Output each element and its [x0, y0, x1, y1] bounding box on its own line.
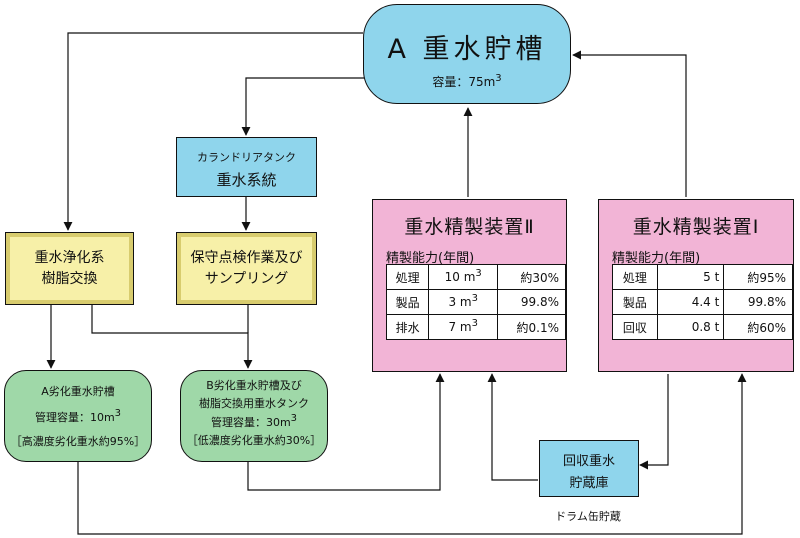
table-row: 処理 10 m3 約30% — [385, 264, 566, 290]
purifier-1-table: 処理 5 t 約95% 製品 4.4 t 99.8% 回収 0.8 t 約60% — [612, 264, 793, 340]
purifier-2-capacity-label: 精製能力(年間) — [386, 251, 475, 266]
tank-a-title: A 重水貯槽 — [387, 34, 547, 65]
drum-storage-caption: ドラム缶貯蔵 — [555, 510, 621, 523]
heavy-water-tank-a: A 重水貯槽 容量：75m3 — [363, 4, 571, 104]
table-row: 排水 7 m3 約0.1% — [385, 314, 566, 340]
resin-exchange-line1: 重水浄化系 — [34, 249, 105, 266]
recovery-storage-box: 回収重水 貯蔵庫 — [539, 440, 639, 497]
purifier-1-capacity-label: 精製能力(年間) — [612, 251, 701, 266]
degraded-tank-b-line2: 樹脂交換用重水タンク — [199, 397, 309, 410]
maintenance-box: 保守点検作業及び サンプリング — [176, 232, 317, 305]
resin-exchange-line2: 樹脂交換 — [41, 270, 98, 287]
tank-a-capacity: 容量：75m3 — [432, 73, 502, 89]
degraded-tank-a-note: ［高濃度劣化重水約95%］ — [10, 435, 146, 448]
purifier-2-table: 処理 10 m3 約30% 製品 3 m3 99.8% 排水 7 m3 約0.1… — [385, 264, 566, 340]
maintenance-line2: サンプリング — [204, 270, 289, 287]
purifier-1-box: 重水精製装置Ⅰ 精製能力(年間) 処理 5 t 約95% 製品 4.4 t 99… — [598, 199, 794, 372]
recovery-storage-line1: 回収重水 — [562, 454, 615, 469]
calandria-system-box: カランドリアタンク 重水系統 — [176, 137, 317, 197]
recovery-storage-line2: 貯蔵庫 — [569, 476, 609, 491]
table-row: 回収 0.8 t 約60% — [612, 314, 793, 340]
degraded-tank-b: B劣化重水貯槽及び 樹脂交換用重水タンク 管理容量：30m3 ［低濃度劣化重水約… — [180, 370, 328, 462]
resin-exchange-box: 重水浄化系 樹脂交換 — [5, 232, 134, 305]
arrow-tank-to-calandria — [241, 77, 375, 136]
degraded-tank-a: A劣化重水貯槽 管理容量：10m3 ［高濃度劣化重水約95%］ — [4, 370, 152, 462]
table-row: 製品 4.4 t 99.8% — [612, 289, 793, 315]
purifier-2-box: 重水精製装置Ⅱ 精製能力(年間) 処理 10 m3 約30% 製品 3 m3 9… — [372, 199, 567, 372]
arrow-to-b-degraded — [91, 305, 253, 369]
arrow-a-degraded-to-purifier-1 — [77, 373, 747, 535]
arrow-b-to-purifier-2 — [247, 373, 445, 491]
degraded-tank-a-capacity: 管理容量：10m3 — [34, 408, 122, 424]
arrow-tank-to-resin — [63, 32, 363, 231]
table-row: 処理 5 t 約95% — [612, 264, 793, 290]
arrow-purifier-1-to-tank — [572, 50, 687, 197]
degraded-tank-b-line1: B劣化重水貯槽及び — [206, 379, 302, 392]
degraded-tank-a-title: A劣化重水貯槽 — [41, 385, 115, 398]
arrow-recovery-to-purifier-2 — [487, 373, 538, 481]
table-row: 製品 3 m3 99.8% — [385, 289, 566, 315]
calandria-label: カランドリアタンク — [197, 151, 296, 164]
degraded-tank-b-note: ［低濃度劣化重水約30%］ — [186, 434, 322, 447]
maintenance-line1: 保守点検作業及び — [190, 249, 303, 266]
purifier-2-title: 重水精製装置Ⅱ — [404, 216, 535, 238]
arrow-purifier-1-to-recovery — [639, 374, 669, 470]
degraded-tank-b-capacity: 管理容量：30m3 — [210, 413, 298, 429]
purifier-1-title: 重水精製装置Ⅰ — [632, 216, 760, 238]
calandria-system-label: 重水系統 — [216, 171, 277, 189]
